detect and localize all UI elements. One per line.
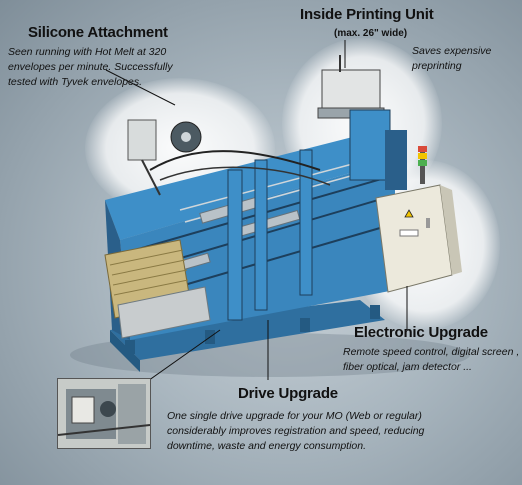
electronic-description: Remote speed control, digital screen , f… [343,345,519,375]
printing-line-1: Saves expensive [412,45,492,57]
silicone-description: Seen running with Hot Melt at 320 envelo… [8,45,173,90]
silicone-line-3: tested with Tyvek envelopes. [8,76,143,88]
drive-description: One single drive upgrade for your MO (We… [167,409,424,454]
drive-title: Drive Upgrade [238,385,338,402]
drive-inset-photo [57,378,151,449]
printing-subtitle: (max. 26" wide) [334,28,408,39]
drive-line-1: One single drive upgrade for your MO (We… [167,410,422,422]
electronic-line-1: Remote speed control, digital screen , [343,346,520,358]
printing-title: Inside Printing Unit [300,6,434,23]
drive-line-2: considerably improves registration and s… [167,425,425,437]
printing-line-2: preprinting [412,60,462,72]
drive-line-3: downtime, waste and energy consumption. [167,440,367,452]
printing-description: Saves expensive preprinting [412,44,491,74]
silicone-title: Silicone Attachment [28,24,168,41]
electronic-line-2: fiber optical, jam detector ... [343,361,472,373]
electronic-title: Electronic Upgrade [354,324,488,341]
silicone-line-2: envelopes per minute. Successfully [8,61,173,73]
warning-icon [404,209,414,218]
drive-mechanism-graphic [58,379,150,448]
silicone-line-1: Seen running with Hot Melt at 320 [8,46,167,58]
